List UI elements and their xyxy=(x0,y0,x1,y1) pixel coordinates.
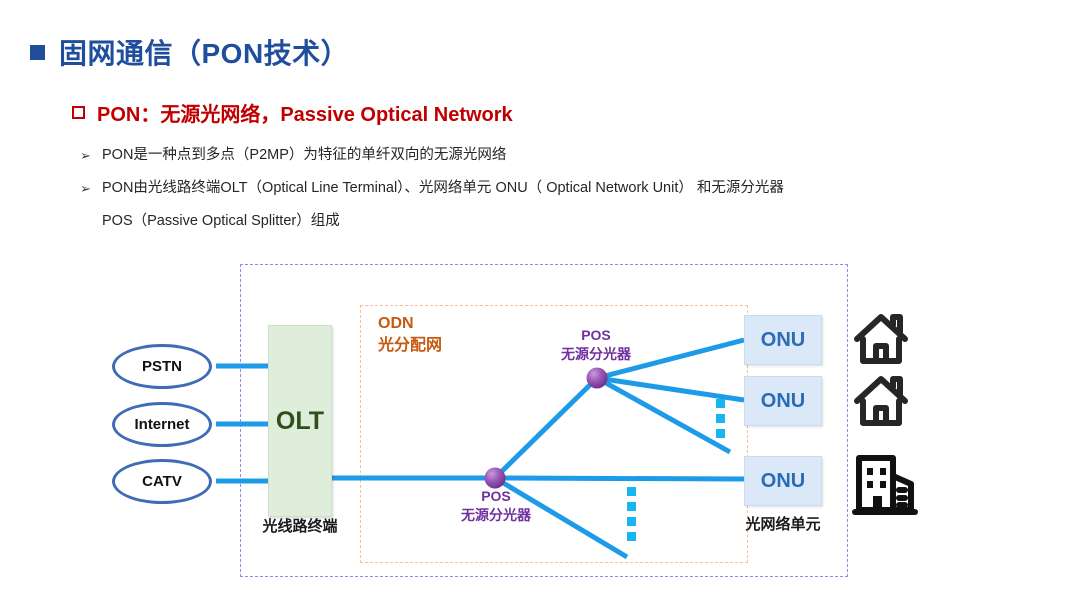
ellipsis-dot xyxy=(627,502,636,511)
link-pos1-pos2 xyxy=(493,376,599,480)
arrow-bullet-icon: ➢ xyxy=(80,181,91,196)
link-pos1-onu3 xyxy=(494,475,745,482)
subtitle-label: PON：无源光网络，Passive Optical Network xyxy=(97,104,513,126)
onu-node-2[interactable]: ONU xyxy=(744,376,822,426)
subtitle-bullet-square-icon xyxy=(72,106,85,119)
house-icon xyxy=(854,314,908,364)
title-label: 固网通信（PON技术） xyxy=(59,38,350,69)
ellipsis-dot xyxy=(627,532,636,541)
pos-label-en: POS xyxy=(581,327,611,343)
ellipsis-dot xyxy=(627,517,636,526)
section-subtitle: PON：无源光网络，Passive Optical Network xyxy=(72,98,513,127)
link-pos1-branch-down xyxy=(493,475,629,560)
odn-boundary xyxy=(360,305,748,563)
source-label: Internet xyxy=(134,416,190,433)
office-building-icon xyxy=(852,455,918,515)
pos-label-lower: POS 无源分光器 xyxy=(432,487,560,525)
bullet-text: PON由光线路终端OLT（Optical Line Terminal）、光网络单… xyxy=(102,180,784,196)
pos-node-lower[interactable] xyxy=(484,467,506,489)
link-pos2-branch-down xyxy=(595,375,732,455)
bullet-list: ➢ PON是一种点到多点（P2MP）为特征的单纤双向的无源光网络 ➢ PON由光… xyxy=(80,143,1020,234)
olt-label: OLT xyxy=(275,406,325,435)
ellipsis-dot xyxy=(627,487,636,496)
ellipsis-dot xyxy=(716,414,725,423)
onu-label: ONU xyxy=(760,389,806,412)
pon-outer-boundary xyxy=(240,264,848,577)
list-item: ➢ PON是一种点到多点（P2MP）为特征的单纤双向的无源光网络 xyxy=(80,143,1020,168)
pos-label-cn: 无源分光器 xyxy=(561,346,631,362)
olt-node[interactable]: OLT xyxy=(268,325,332,517)
odn-label-en: ODN xyxy=(378,315,414,332)
ellipsis-dot xyxy=(716,399,725,408)
odn-label-cn: 光分配网 xyxy=(378,337,443,354)
pos-label-cn: 无源分光器 xyxy=(461,507,531,523)
source-node-internet[interactable]: Internet xyxy=(112,402,212,447)
title-bullet-square-icon xyxy=(30,44,45,60)
bullet-text: PON是一种点到多点（P2MP）为特征的单纤双向的无源光网络 xyxy=(102,147,507,163)
onu-node-1[interactable]: ONU xyxy=(744,315,822,365)
link-pos2-onu1 xyxy=(596,337,745,381)
source-node-pstn[interactable]: PSTN xyxy=(112,344,212,389)
house-icon xyxy=(854,376,908,426)
olt-caption: 光线路终端 xyxy=(262,518,338,535)
pos-label-upper: POS 无源分光器 xyxy=(532,326,660,364)
pos-label-en: POS xyxy=(481,488,511,504)
pos-node-upper[interactable] xyxy=(586,367,608,389)
onu-label: ONU xyxy=(760,328,806,351)
page-title: 固网通信（PON技术） xyxy=(30,32,349,72)
bullet-text-continued: POS（Passive Optical Splitter）组成 xyxy=(102,213,340,229)
odn-label: ODN 光分配网 xyxy=(378,313,442,357)
ellipsis-dot xyxy=(716,429,725,438)
onu-caption: 光网络单元 xyxy=(745,516,821,533)
source-label: PSTN xyxy=(141,358,182,375)
onu-label: ONU xyxy=(760,469,806,492)
onu-node-3[interactable]: ONU xyxy=(744,456,822,506)
arrow-bullet-icon: ➢ xyxy=(80,148,91,163)
link-pos2-onu2 xyxy=(596,375,745,403)
source-node-catv[interactable]: CATV xyxy=(112,459,212,504)
source-label: CATV xyxy=(142,473,182,490)
list-item: ➢ PON由光线路终端OLT（Optical Line Terminal）、光网… xyxy=(80,176,1020,201)
